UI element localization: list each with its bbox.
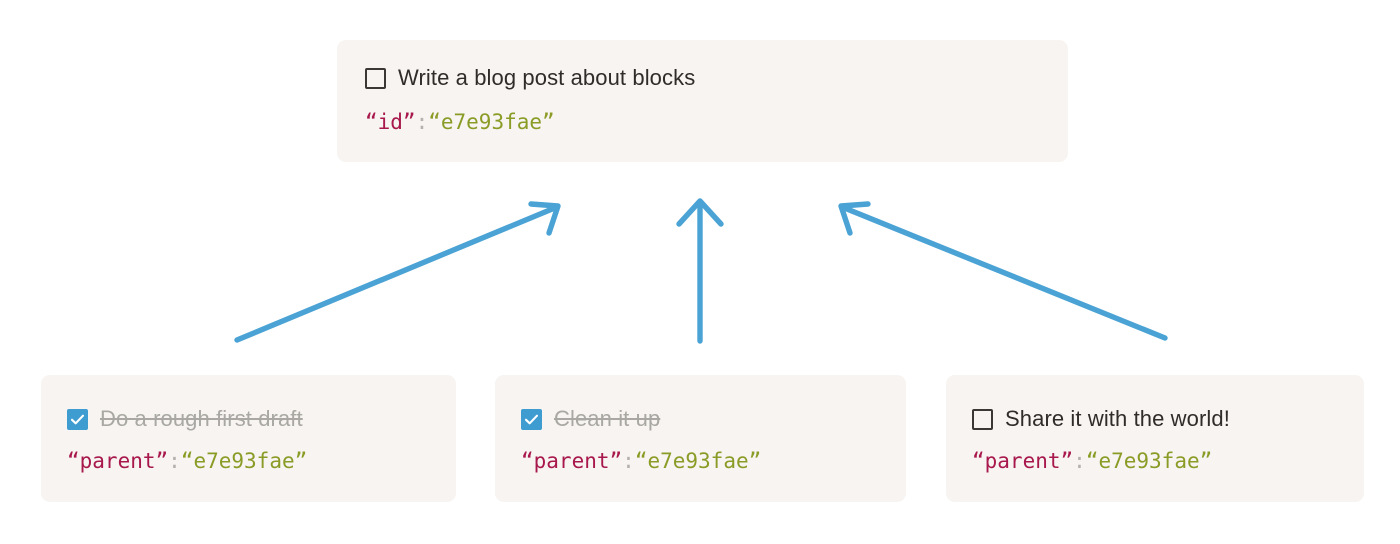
json-key: “parent”: [972, 449, 1074, 473]
arrow-child2-to-parent: [676, 198, 724, 344]
unchecked-checkbox-icon[interactable]: [365, 67, 386, 89]
parent-json-line: “id”:“e7e93fae”: [365, 108, 1068, 136]
json-value: “e7e93fae”: [428, 110, 555, 134]
json-colon: :: [415, 110, 429, 134]
json-colon: :: [622, 449, 635, 473]
child-todo-row[interactable]: Do a rough first draft: [67, 405, 456, 433]
json-colon: :: [1073, 449, 1086, 473]
json-value: “e7e93fae”: [180, 449, 308, 473]
unchecked-checkbox-icon[interactable]: [972, 408, 993, 430]
json-key: “id”: [365, 110, 416, 134]
parent-block-card[interactable]: Write a blog post about blocks “id”:“e7e…: [337, 40, 1068, 162]
json-key: “parent”: [67, 449, 169, 473]
child-todo-label: Share it with the world!: [1005, 406, 1230, 431]
child-block-card[interactable]: Clean it up “parent”:“e7e93fae”: [495, 375, 906, 502]
child-json-line: “parent”:“e7e93fae”: [521, 447, 906, 475]
child-json-line: “parent”:“e7e93fae”: [67, 447, 456, 475]
checked-checkbox-icon[interactable]: [521, 408, 542, 430]
arrow-child1-to-parent: [234, 201, 561, 343]
json-key: “parent”: [521, 449, 623, 473]
json-colon: :: [168, 449, 181, 473]
child-todo-label: Do a rough first draft: [100, 406, 303, 431]
child-todo-row[interactable]: Share it with the world!: [972, 405, 1364, 433]
child-block-card[interactable]: Share it with the world! “parent”:“e7e93…: [946, 375, 1364, 502]
json-value: “e7e93fae”: [634, 449, 762, 473]
parent-todo-row[interactable]: Write a blog post about blocks: [365, 64, 1068, 92]
child-todo-row[interactable]: Clean it up: [521, 405, 906, 433]
checked-checkbox-icon[interactable]: [67, 408, 88, 430]
child-block-card[interactable]: Do a rough first draft “parent”:“e7e93fa…: [41, 375, 456, 502]
child-json-line: “parent”:“e7e93fae”: [972, 447, 1364, 475]
json-value: “e7e93fae”: [1085, 449, 1213, 473]
parent-todo-label: Write a blog post about blocks: [398, 65, 696, 90]
child-todo-label: Clean it up: [554, 406, 661, 431]
arrow-child3-to-parent: [838, 201, 1168, 341]
